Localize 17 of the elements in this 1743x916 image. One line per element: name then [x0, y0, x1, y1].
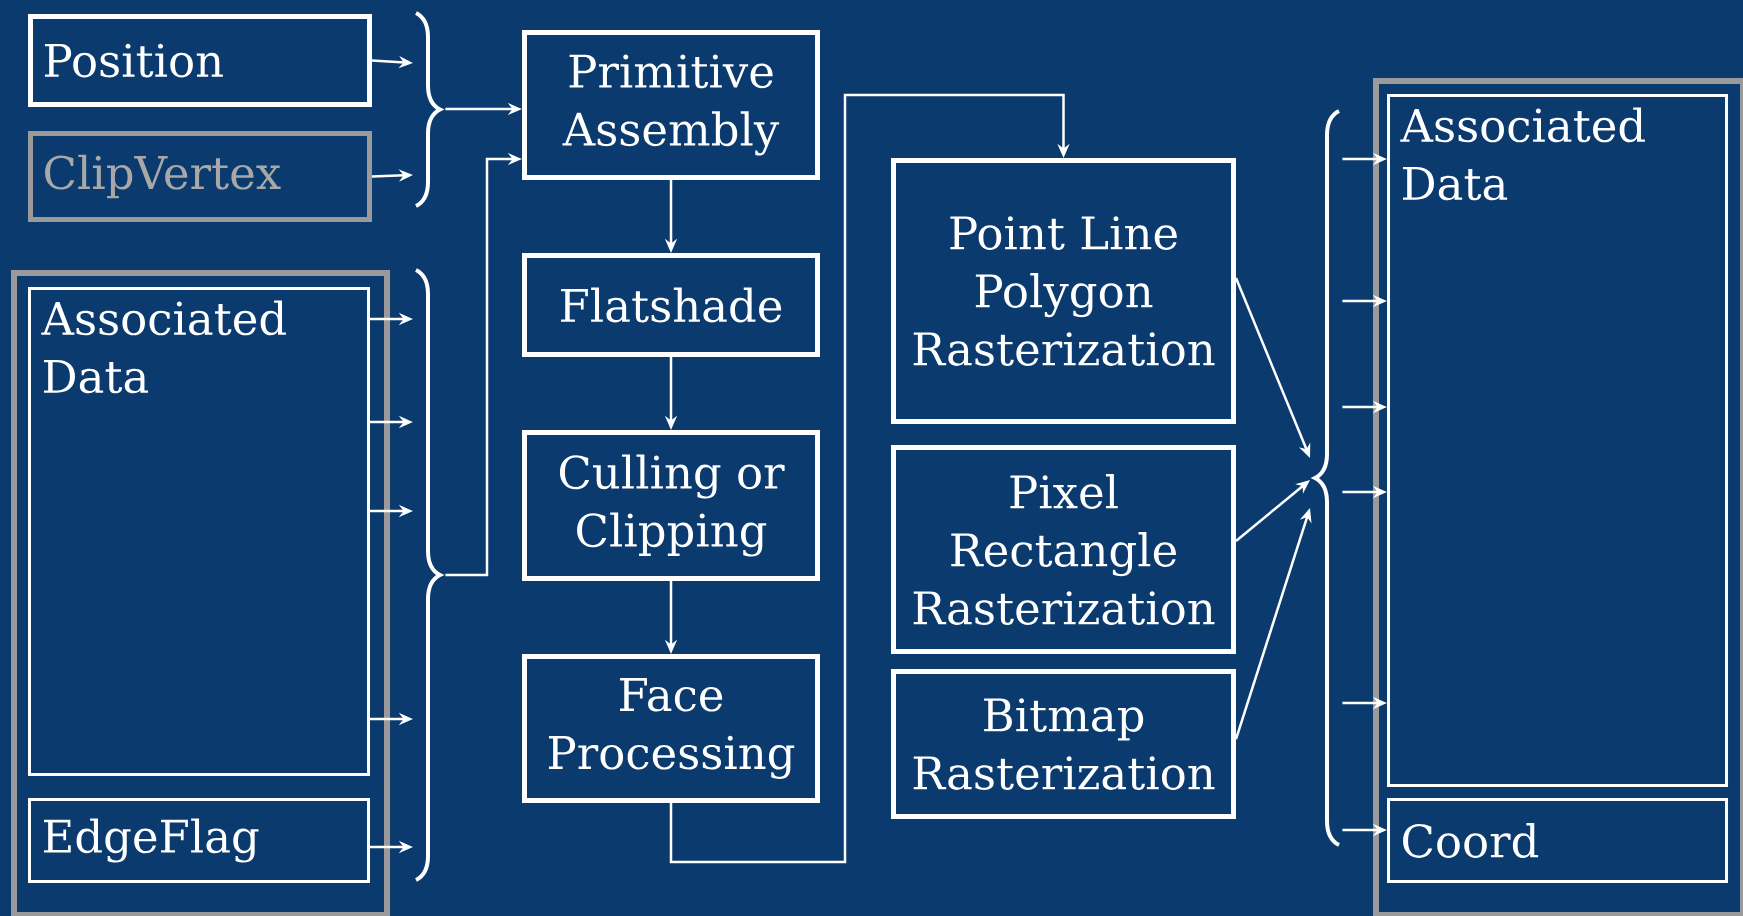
curly-brace — [414, 11, 442, 208]
arrow — [669, 93, 1070, 864]
process-box: Associated Data — [28, 287, 370, 776]
process-box: Flatshade — [522, 253, 820, 357]
process-box: Face Processing — [522, 654, 820, 803]
process-box: Primitive Assembly — [522, 30, 820, 180]
curly-brace — [414, 268, 442, 882]
process-box: Culling or Clipping — [522, 430, 820, 581]
process-box: ClipVertex — [28, 131, 372, 222]
process-box: Associated Data — [1387, 94, 1728, 787]
curly-brace — [1313, 109, 1341, 847]
process-box: Position — [28, 14, 372, 107]
process-box: Pixel Rectangle Rasterization — [891, 445, 1236, 654]
process-box: Bitmap Rasterization — [891, 669, 1236, 819]
process-box: EdgeFlag — [28, 798, 370, 883]
process-box: Coord — [1387, 798, 1728, 883]
process-box: Point Line Polygon Rasterization — [891, 158, 1236, 424]
